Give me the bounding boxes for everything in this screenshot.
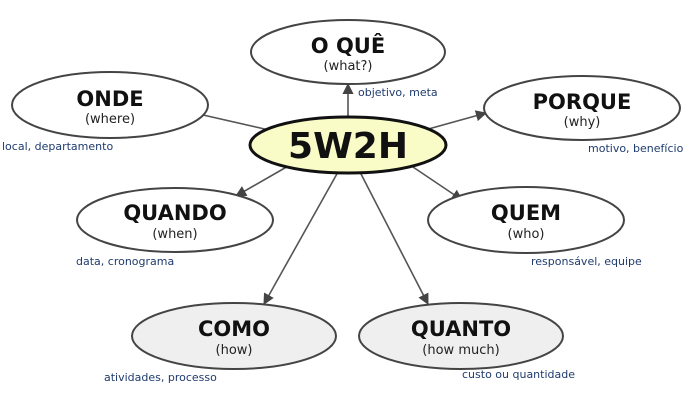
node-quem-title: QUEM [491, 201, 561, 225]
note-onde: local, departamento [2, 140, 113, 153]
arrow-to-quem [409, 164, 463, 201]
arrow-to-quando [235, 164, 291, 197]
note-porque: motivo, benefício [588, 142, 684, 155]
node-onde-title: ONDE [76, 87, 143, 111]
hub-node: 5W2H [248, 115, 448, 175]
node-quem-shape [427, 186, 625, 254]
node-porque-title: PORQUE [533, 90, 632, 114]
node-quem-subtitle: (who) [508, 227, 545, 242]
node-quanto-shape [358, 302, 564, 370]
node-quanto-subtitle: (how much) [422, 343, 499, 358]
hub-shape [248, 115, 448, 175]
note-quem: responsável, equipe [531, 255, 642, 268]
node-onde-shape [11, 71, 209, 139]
node-oque-subtitle: (what?) [324, 59, 373, 74]
note-como: atividades, processo [104, 371, 217, 384]
node-quando-subtitle: (when) [152, 227, 197, 242]
node-como-shape [131, 302, 337, 370]
node-onde-subtitle: (where) [85, 112, 135, 127]
node-oque-shape [250, 19, 446, 85]
node-quando-title: QUANDO [123, 201, 226, 225]
node-como-title: COMO [198, 317, 270, 341]
arrow-to-quanto [359, 171, 429, 305]
note-quando: data, cronograma [76, 255, 174, 268]
node-oque: O QUÊ (what?) [250, 19, 446, 85]
note-quanto: custo ou quantidade [462, 368, 575, 381]
node-quem: QUEM (who) [427, 186, 625, 254]
node-porque-shape [483, 75, 681, 141]
node-onde: ONDE (where) [11, 71, 209, 139]
arrow-to-como [263, 171, 339, 305]
node-quando: QUANDO (when) [76, 187, 274, 253]
node-quanto: QUANTO (how much) [358, 302, 564, 370]
node-quanto-title: QUANTO [411, 317, 511, 341]
node-oque-title: O QUÊ [311, 33, 385, 58]
note-oque: objetivo, meta [358, 86, 438, 99]
node-como-subtitle: (how) [216, 343, 253, 358]
node-porque-subtitle: (why) [564, 115, 601, 130]
hub-label: 5W2H [288, 126, 408, 167]
node-como: COMO (how) [131, 302, 337, 370]
node-porque: PORQUE (why) [483, 75, 681, 141]
node-quando-shape [76, 187, 274, 253]
